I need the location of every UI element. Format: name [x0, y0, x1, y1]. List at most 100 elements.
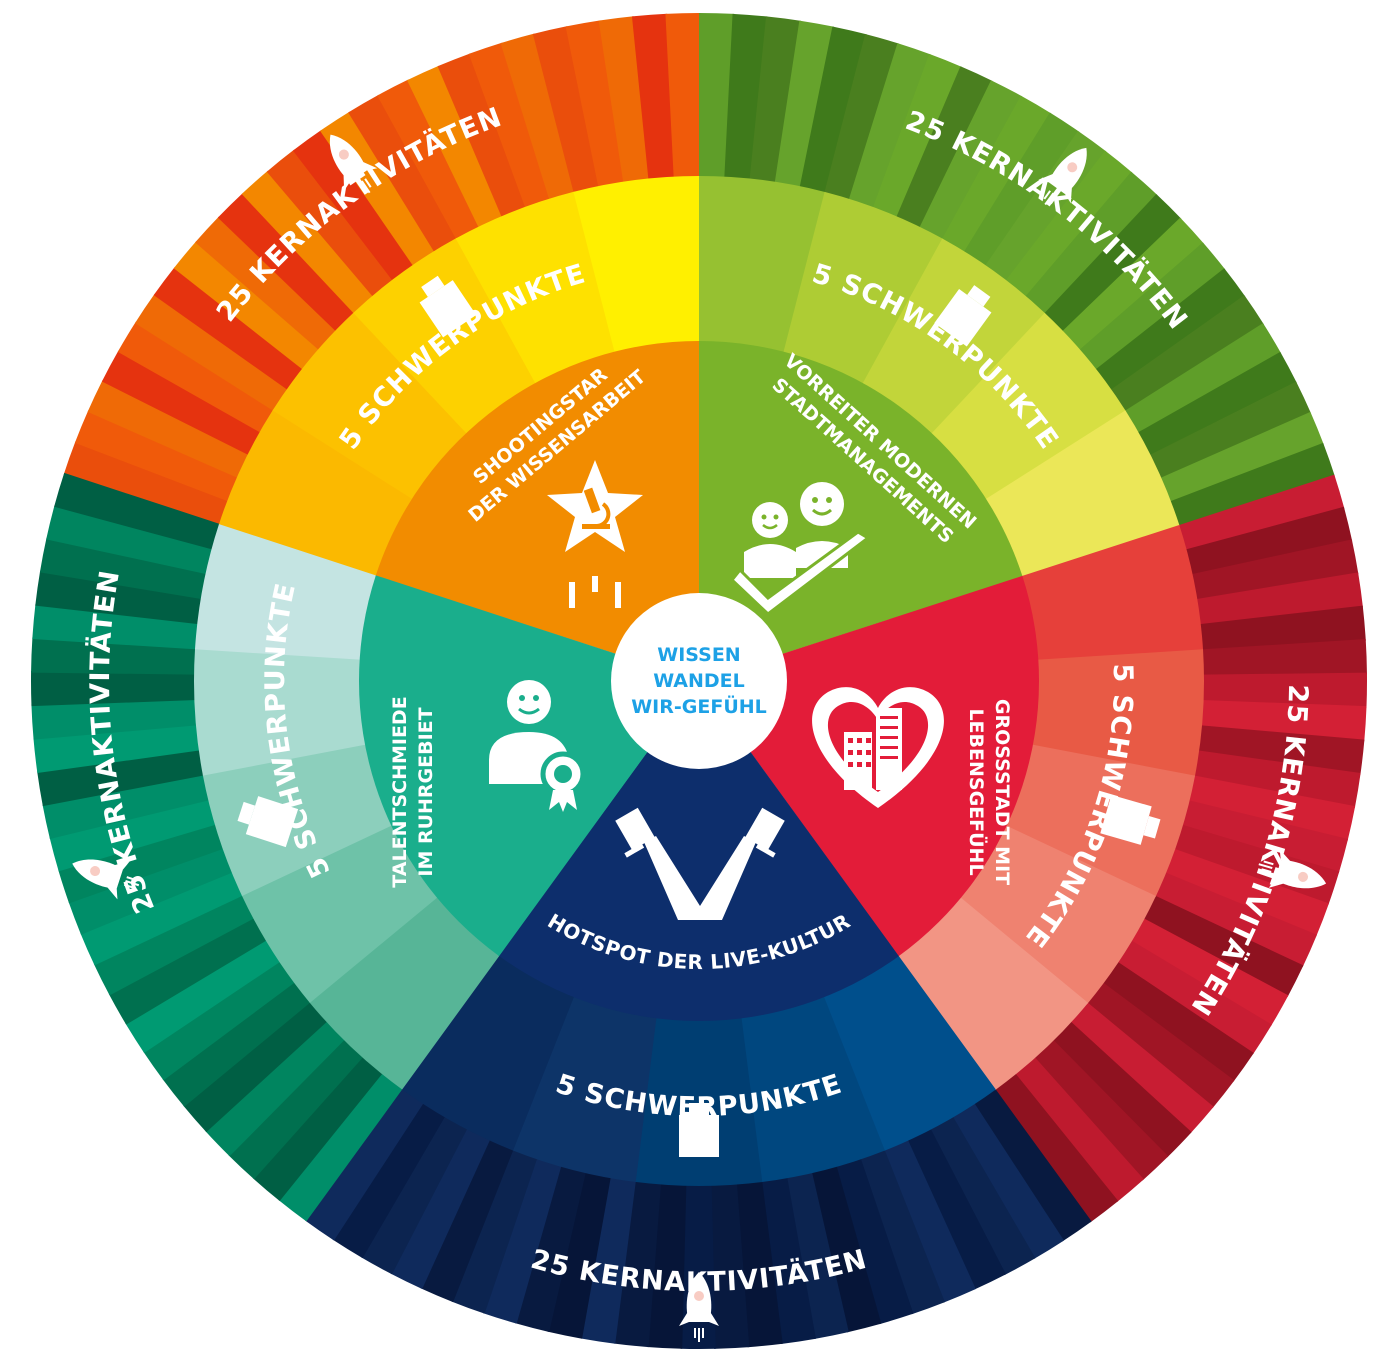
outer-segment-city [1024, 171, 1158, 316]
outer-segment-talent [49, 798, 217, 872]
outer-segment-city-life [1153, 872, 1317, 968]
center-line-1: WISSEN [657, 644, 740, 666]
outer-segment-knowledge [217, 192, 356, 333]
microscope-star-icon [547, 460, 643, 608]
outer-segment-knowledge [532, 26, 600, 194]
outer-segment-culture [928, 1115, 1036, 1276]
outer-segment-city-life [993, 1072, 1119, 1223]
outer-segment-city [1168, 442, 1335, 527]
weight-icon-talent [237, 796, 299, 848]
outer-segment-talent [162, 980, 312, 1107]
schwerpunkt-segment-culture [512, 995, 657, 1183]
outer-segment-city-life [1195, 572, 1363, 626]
center-hub: WISSEN WANDEL WIR-GEFÜHL [611, 593, 787, 769]
outer-segment-knowledge [173, 241, 321, 371]
schwerpunkt-segment-city-life [1004, 744, 1196, 897]
outer-segment-culture [304, 1087, 425, 1241]
rocket-icon-city [1038, 147, 1087, 206]
outer-segment-city-life [1051, 1020, 1192, 1158]
outer-segment-talent [46, 505, 214, 575]
outer-segment-city-life [1198, 605, 1366, 651]
schwerpunkt-segment-city [783, 191, 944, 386]
schwerpunkt-segment-talent [202, 743, 394, 897]
core-icons [489, 460, 944, 920]
outer-segment-talent [32, 603, 200, 650]
schwerpunkt-segment-talent [309, 895, 501, 1090]
outer-segment-knowledge [665, 12, 701, 179]
weight-icon-city-life [1100, 794, 1161, 845]
sector-title-city-life-line2: LEBENSGEFÜHL [965, 708, 989, 875]
schwerpunkt-segment-knowledge [272, 312, 469, 500]
schwerpunkt-segment-city-life [897, 896, 1089, 1091]
outer-segment-talent [31, 698, 198, 740]
weight-icon-culture [679, 1103, 719, 1157]
outer-segment-city [1159, 411, 1324, 503]
outer-segment-knowledge [153, 266, 305, 391]
outer-segment-city [1109, 295, 1264, 413]
outer-segment-culture [810, 1164, 882, 1333]
outer-segment-city [872, 53, 963, 219]
outer-segment-knowledge [631, 13, 676, 181]
outer-segment-knowledge [348, 94, 458, 253]
team-check-icon [729, 482, 871, 616]
outer-segment-culture [735, 1180, 783, 1348]
outer-segment-culture [882, 1138, 976, 1303]
schwerpunkt-segment-city-life [1030, 649, 1204, 777]
schwerpunkt-segment-talent [194, 524, 378, 660]
outer-segment-city-life [1190, 539, 1359, 601]
schwerpunkt-segment-knowledge [353, 238, 537, 435]
outer-segment-city-life [1197, 725, 1365, 775]
outer-segment-culture [951, 1102, 1064, 1259]
outer-segment-talent [183, 1000, 329, 1133]
ring-icons [72, 134, 1327, 1342]
outer-segment-culture [710, 1182, 750, 1349]
outer-segment-knowledge [292, 129, 415, 282]
outer-segment-culture [613, 1179, 662, 1348]
schwerpunkt-segment-city [930, 312, 1126, 501]
outer-ring [30, 12, 1367, 1349]
schwerpunkt-segment-talent [194, 648, 367, 776]
outer-segment-city-life [1085, 981, 1235, 1109]
outer-segment-talent [93, 893, 256, 996]
outer-segment-culture [580, 1176, 636, 1344]
outer-segment-talent [39, 537, 208, 600]
outer-segment-city-life [1201, 672, 1367, 708]
outer-segment-city-life [1129, 917, 1289, 1027]
spotlight-icon [615, 807, 785, 920]
outer-segment-talent [33, 723, 201, 774]
outer-segment-talent [68, 847, 234, 935]
outer-segment-city-life [1180, 799, 1349, 874]
outer-segment-knowledge [377, 79, 481, 241]
outer-segment-talent [252, 1055, 384, 1202]
outer-segment-city-life [1101, 961, 1254, 1082]
outer-segment-talent [42, 773, 211, 839]
outer-segment-knowledge [74, 410, 240, 502]
outer-segment-knowledge [134, 293, 290, 412]
outer-segment-culture [906, 1127, 1006, 1290]
outer-segment-culture [760, 1176, 816, 1344]
heart-city-icon [812, 687, 944, 808]
outer-segment-talent [205, 1019, 346, 1157]
outer-segment-culture [361, 1114, 468, 1275]
graduate-medal-icon [489, 680, 586, 812]
outer-segment-city-life [1184, 506, 1353, 576]
schwerpunkt-segment-city-life [1020, 524, 1204, 661]
rocket-icon-talent [72, 859, 140, 900]
outer-segment-culture [390, 1127, 491, 1289]
outer-segment-talent [30, 670, 197, 707]
outer-segment-city-life [1116, 939, 1272, 1055]
outer-segment-city [774, 20, 835, 189]
outer-segment-knowledge [117, 321, 276, 434]
outer-segment-culture [835, 1157, 914, 1325]
schwerpunkt-segment-knowledge [573, 175, 700, 354]
outer-segment-city [1148, 381, 1312, 480]
outer-segment-culture [859, 1148, 945, 1315]
outer-segment-knowledge [101, 350, 262, 456]
weight-icon-city [934, 285, 992, 347]
outer-segment-knowledge [565, 20, 625, 189]
outer-segment-city-life [1033, 1038, 1169, 1181]
outer-segment-city [699, 13, 735, 179]
outer-segment-culture [680, 1183, 716, 1349]
schwerpunkt-segment-knowledge [218, 409, 414, 577]
outer-segment-talent [278, 1071, 404, 1222]
